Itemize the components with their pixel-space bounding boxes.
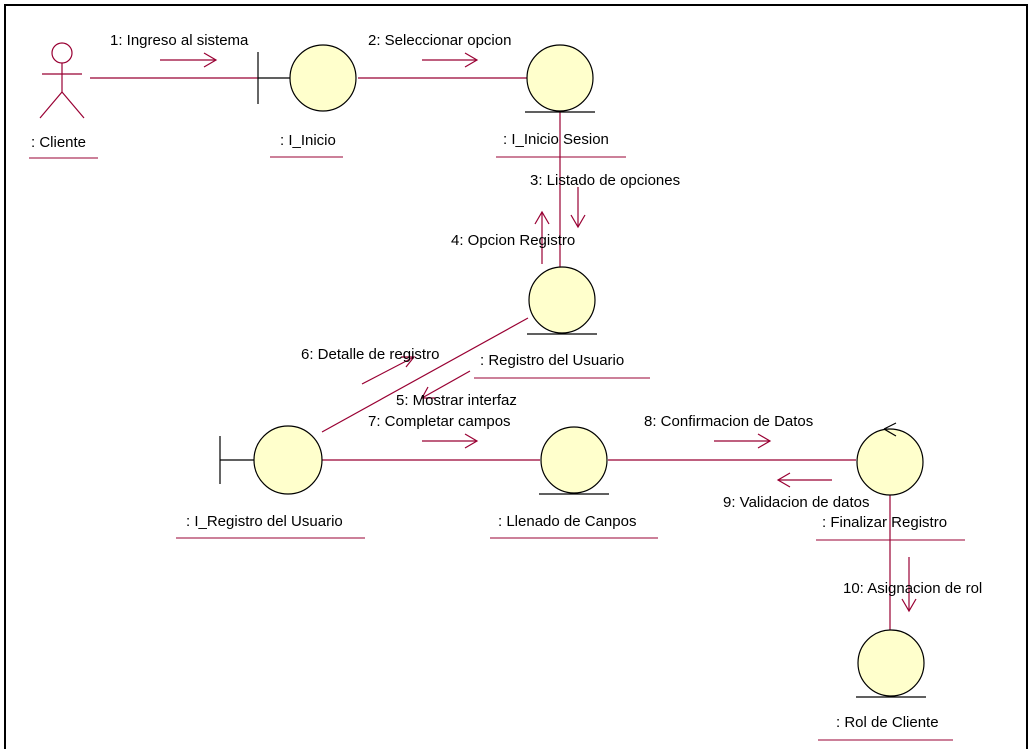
object-llenado-campos-label: : Llenado de Canpos: [498, 513, 636, 530]
object-rol-cliente[interactable]: [856, 629, 926, 698]
message-2-arrow: [422, 52, 479, 68]
link-registro-iregistro: [321, 317, 529, 433]
object-registro-usuario[interactable]: [527, 266, 597, 335]
message-2-label: 2: Seleccionar opcion: [368, 32, 511, 49]
message-8-label: 8: Confirmacion de Datos: [644, 413, 813, 430]
message-10-arrow: [901, 557, 917, 613]
object-registro-usuario-label: : Registro del Usuario: [480, 352, 624, 369]
message-5-label: 5: Mostrar interfaz: [396, 392, 517, 409]
message-6-label: 6: Detalle de registro: [301, 346, 439, 363]
message-7-label: 7: Completar campos: [368, 413, 511, 430]
object-finalizar-registro-label: : Finalizar Registro: [822, 514, 947, 531]
object-i-registro-usuario-label: : I_Registro del Usuario: [186, 513, 343, 530]
object-llenado-campos[interactable]: [539, 426, 609, 495]
control-arrowhead: [883, 422, 897, 437]
entity-circle: [540, 426, 608, 494]
object-i-inicio-sesion-label: : I_Inicio Sesion: [503, 131, 609, 148]
object-i-inicio-label: : I_Inicio: [280, 132, 336, 149]
object-i-inicio[interactable]: [257, 44, 357, 112]
object-rol-cliente-label: : Rol de Cliente: [836, 714, 939, 731]
actor-cliente-label: : Cliente: [31, 134, 86, 151]
message-4-arrow: [534, 210, 550, 264]
actor-leg-right: [61, 91, 85, 119]
message-10-label: 10: Asignacion de rol: [843, 580, 982, 597]
control-circle: [856, 428, 924, 496]
message-3-arrow: [570, 187, 586, 229]
object-finalizar-registro[interactable]: [856, 422, 924, 496]
message-9-arrow: [776, 472, 832, 488]
object-i-inicio-sesion[interactable]: [525, 44, 595, 113]
message-3-label: 3: Listado de opciones: [530, 172, 680, 189]
boundary-circle: [289, 44, 357, 112]
entity-circle: [528, 266, 596, 334]
entity-circle: [526, 44, 594, 112]
message-1-arrow: [160, 52, 218, 68]
message-4-label: 4: Opcion Registro: [451, 232, 575, 249]
message-8-arrow: [714, 433, 772, 449]
entity-circle: [857, 629, 925, 697]
actor-cliente[interactable]: [39, 42, 85, 119]
diagram-frame: [4, 4, 1028, 749]
message-7-arrow: [422, 433, 479, 449]
message-1-label: 1: Ingreso al sistema: [110, 32, 249, 49]
actor-leg-left: [39, 91, 63, 119]
message-9-label: 9: Validacion de datos: [723, 494, 870, 511]
boundary-circle: [253, 425, 323, 495]
message-6-arrow: [361, 356, 416, 385]
object-i-registro-usuario[interactable]: [219, 425, 323, 495]
message-5-arrow: [420, 370, 471, 399]
